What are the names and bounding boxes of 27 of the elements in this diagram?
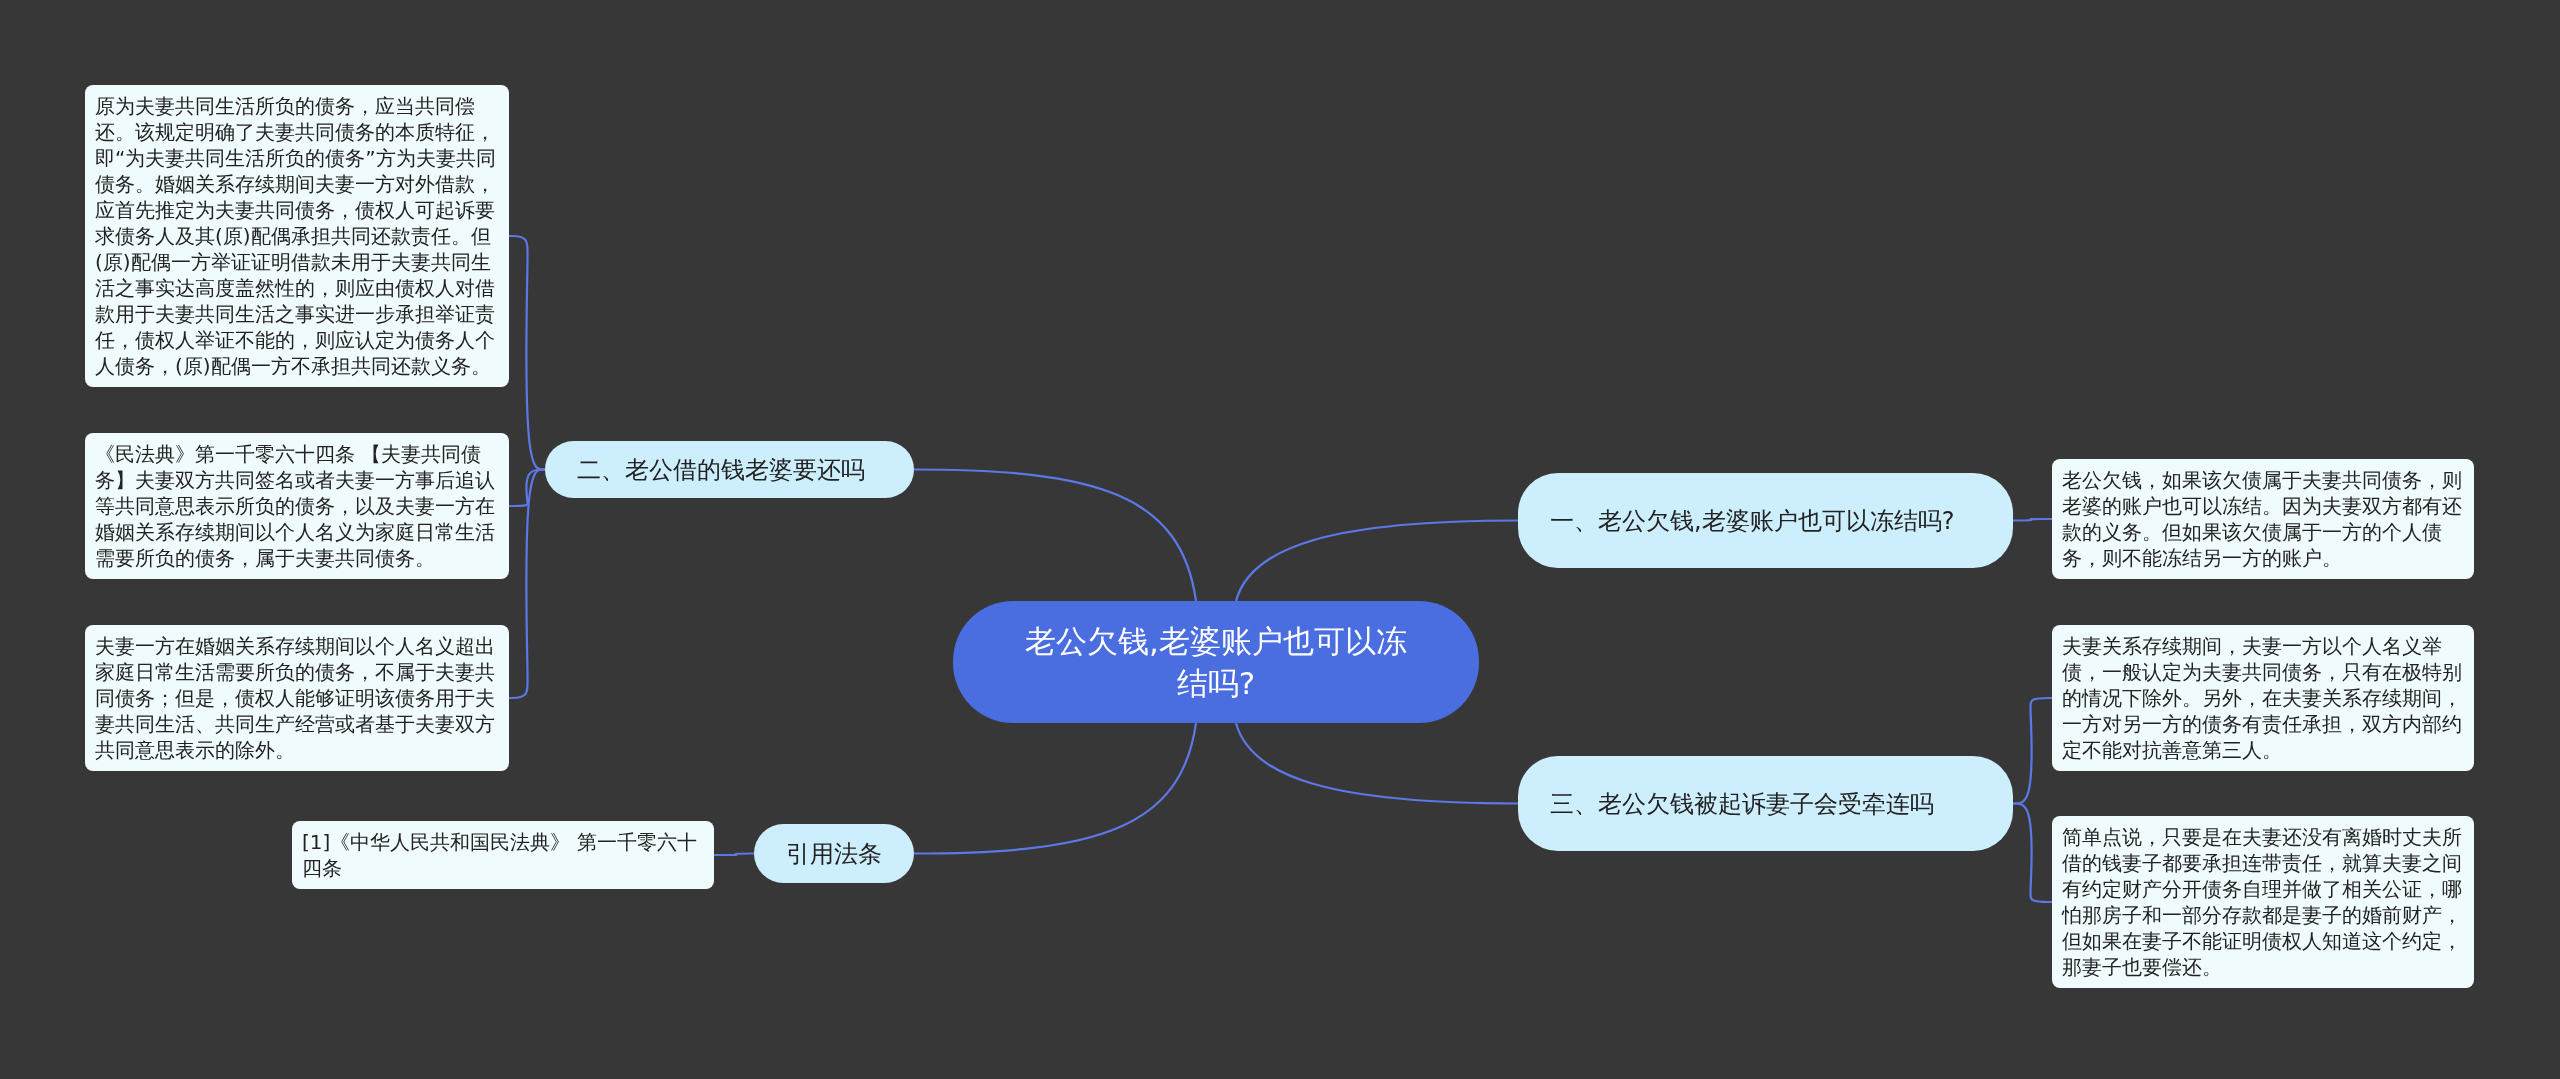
topic-bubble (1518, 473, 2013, 568)
node-text: 老公欠钱,老婆账户也可以冻结吗? (1024, 622, 1408, 703)
note-card (85, 625, 509, 771)
node-text: [1]《中华人民共和国民法典》 第一千零六十四条 (302, 829, 698, 881)
connector-line (1234, 519, 1518, 602)
node-text: 夫妻一方在婚姻关系存续期间以个人名义超出家庭日常生活需要所负的债务，不属于夫妻共同债务；但是，债权人能够证明该债务用于夫妻共同生活、共同生产经营或者基于夫妻双方共同意思表示的除外。 (95, 633, 496, 763)
note-card (2052, 625, 2474, 771)
node-text: 简单点说，只要是在夫妻还没有离婚时丈夫所借的钱妻子都要承担连带责任，就算夫妻之间有约定财产分开债务自理并做了相关公证，哪怕那房子和一部分存款都是妻子的婚前财产，但如果在妻子不能证明债权人知道这个约定，那妻子也要偿还。 (2062, 824, 2463, 980)
node-text: 夫妻关系存续期间，夫妻一方以个人名义举债，一般认定为夫妻共同债务，只有在极特别的情况下除外。另外，在夫妻关系存续期间，一方对另一方的债务有责任承担，双方内部约定不能对抗善意第三人。 (2062, 633, 2463, 763)
node-text: 《民法典》第一千零六十四条 【夫妻共同债务】夫妻双方共同签名或者夫妻一方事后追认等共同意思表示所负的债务，以及夫妻一方在婚姻关系存续期间以个人名义为家庭日常生活需要所负的债务，属于夫妻共同债务。 (95, 441, 496, 571)
note-card (292, 821, 714, 889)
connector-line (914, 722, 1198, 855)
connector-line (714, 852, 754, 857)
connector-line (1234, 722, 1518, 805)
connector-line (2013, 802, 2052, 904)
note-card (85, 433, 509, 579)
node-text: 原为夫妻共同生活所负的债务，应当共同偿还。该规定明确了夫妻共同债务的本质特征，即“为夫妻共同生活所负的债务”方为夫妻共同债务。婚姻关系存续期间夫妻一方对外借款，应首先推定为夫妻共同债务，债权人可起诉要求债务人及其(原)配偶承担共同还款责任。但(原)配偶一方举证证明借款未用于夫妻共同生活之事实达高度盖然性的，则应由债权人对借款用于夫妻共同生活之事实进一步承担举证责任，债权人举证不能的，则应认定为债务人个人债务，(原)配偶一方不承担共同还款义务。 (95, 93, 497, 379)
note-card (2052, 459, 2474, 579)
connector-line (914, 468, 1198, 602)
node-text: 三、老公欠钱被起诉妻子会受牵连吗 (1550, 788, 1934, 820)
node-text: 二、老公借的钱老婆要还吗 (577, 454, 865, 486)
node-text: 一、老公欠钱,老婆账户也可以冻结吗? (1550, 505, 1955, 537)
topic-bubble (545, 441, 914, 498)
node-text: 老公欠钱，如果该欠债属于夫妻共同债务，则老婆的账户也可以冻结。因为夫妻双方都有还款的义务。但如果该欠债属于一方的个人债务，则不能冻结另一方的账户。 (2062, 467, 2463, 571)
topic-bubble (1518, 756, 2013, 851)
node-text: 引用法条 (786, 838, 882, 870)
connector-line (2013, 517, 2052, 522)
